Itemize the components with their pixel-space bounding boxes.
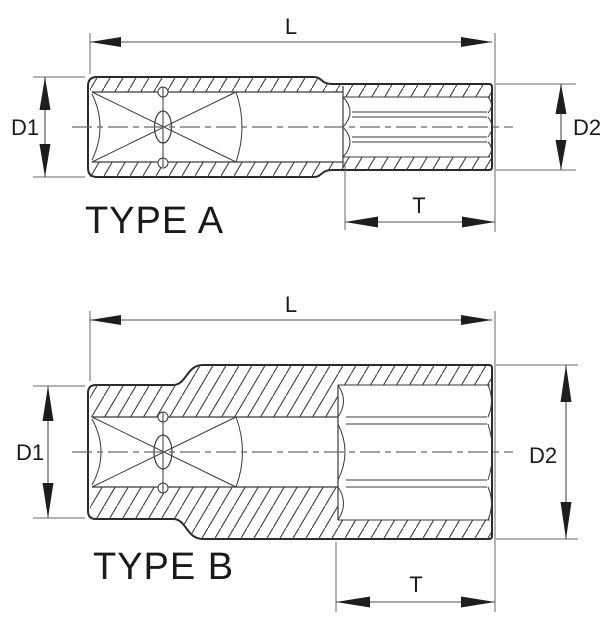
type-a-label-L: L [285, 14, 297, 39]
type-b-top-wall-hatch [90, 365, 491, 417]
type-a-dimension-T: T [344, 162, 495, 230]
type-b-label-D2: D2 [529, 443, 557, 468]
type-b-drawing: L D1 D2 T TYPE B [16, 292, 578, 612]
arrow-down-icon [555, 140, 567, 170]
type-b-flute-scallops-right [487, 384, 493, 521]
type-b-label-T: T [409, 572, 422, 597]
type-a-flute-scallops-right [487, 96, 493, 158]
arrow-up-icon [42, 386, 54, 421]
type-b-dimension-D2: D2 [496, 364, 578, 540]
type-b-flute-lines [338, 384, 490, 521]
type-a-dimension-L: L [89, 14, 496, 232]
type-a-label-T: T [412, 193, 425, 218]
type-b-caption: TYPE B [93, 546, 234, 588]
arrow-down-icon [560, 502, 572, 539]
arrow-up-icon [560, 365, 572, 402]
arrow-up-icon [555, 84, 567, 114]
type-b-bore-lines [92, 416, 338, 488]
arrow-down-icon [42, 483, 54, 518]
type-b-dimension-T: T [335, 542, 495, 612]
arrow-right-icon [461, 37, 492, 47]
type-b-dimension-D1: D1 [16, 385, 85, 519]
arrow-right-icon [461, 596, 495, 608]
type-a-caption: TYPE A [85, 200, 224, 242]
arrow-right-icon [461, 315, 492, 325]
type-a-bore-lines [92, 91, 343, 163]
type-a-label-D1: D1 [11, 115, 39, 140]
type-b-bottom-wall-hatch [90, 487, 491, 539]
arrow-up-icon [39, 77, 51, 110]
type-a-label-D2: D2 [573, 115, 601, 140]
arrow-down-icon [39, 144, 51, 177]
arrow-left-icon [345, 216, 378, 228]
type-a-dimension-D1: D1 [11, 76, 85, 178]
arrow-right-icon [462, 216, 495, 228]
type-b-dimension-L: L [89, 292, 496, 612]
arrow-left-icon [90, 37, 121, 47]
type-b-label-L: L [285, 292, 297, 317]
type-a-drawing: L D1 D2 T TYPE A [11, 14, 601, 242]
type-a-flute-lines [343, 96, 490, 158]
type-b-flute-scallops-left [337, 384, 346, 521]
type-a-dimension-D2: D2 [496, 83, 601, 171]
type-b-label-D1: D1 [16, 440, 44, 465]
arrow-left-icon [336, 596, 370, 608]
arrow-left-icon [90, 315, 121, 325]
